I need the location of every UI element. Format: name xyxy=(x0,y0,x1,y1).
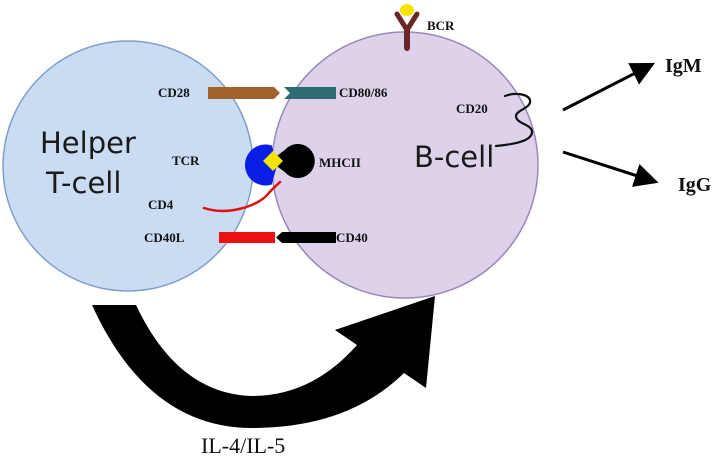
cd80-86-ligand xyxy=(284,87,336,99)
igg-label: IgG xyxy=(678,174,712,196)
cd40-receptor xyxy=(276,232,336,243)
igg-arrow xyxy=(562,150,659,187)
t-cell-label-line1: Helper xyxy=(40,126,136,160)
b-cell-label: B-cell xyxy=(414,140,494,174)
mhcii-molecule xyxy=(270,144,315,179)
cd20-molecule xyxy=(494,92,534,148)
bcr-receptor xyxy=(394,11,420,51)
cd40l-label: CD40L xyxy=(144,230,185,245)
mhcii-label: MHCII xyxy=(319,155,361,170)
bcr-antigen xyxy=(400,4,414,16)
cd40-label: CD40 xyxy=(336,230,368,245)
cd20-label: CD20 xyxy=(456,101,488,116)
igm-arrow xyxy=(562,62,656,112)
igm-label: IgM xyxy=(665,55,702,77)
tcr-receptor xyxy=(244,144,277,186)
t-cell-body xyxy=(2,40,254,292)
cd28-label: CD28 xyxy=(158,85,190,100)
cd40l-ligand xyxy=(219,232,275,243)
cd4-molecule xyxy=(202,180,282,213)
t-cell-label-line2: T-cell xyxy=(45,166,121,200)
tcr-label: TCR xyxy=(172,153,200,168)
bcr-label: BCR xyxy=(427,18,455,33)
cd4-label: CD4 xyxy=(148,197,174,212)
antigen-peptide xyxy=(263,151,283,171)
cd28-receptor xyxy=(208,87,280,99)
cd80-86-label: CD80/86 xyxy=(339,85,388,100)
cytokine-label: IL-4/IL-5 xyxy=(201,433,285,458)
cytokine-arrow xyxy=(92,296,435,428)
